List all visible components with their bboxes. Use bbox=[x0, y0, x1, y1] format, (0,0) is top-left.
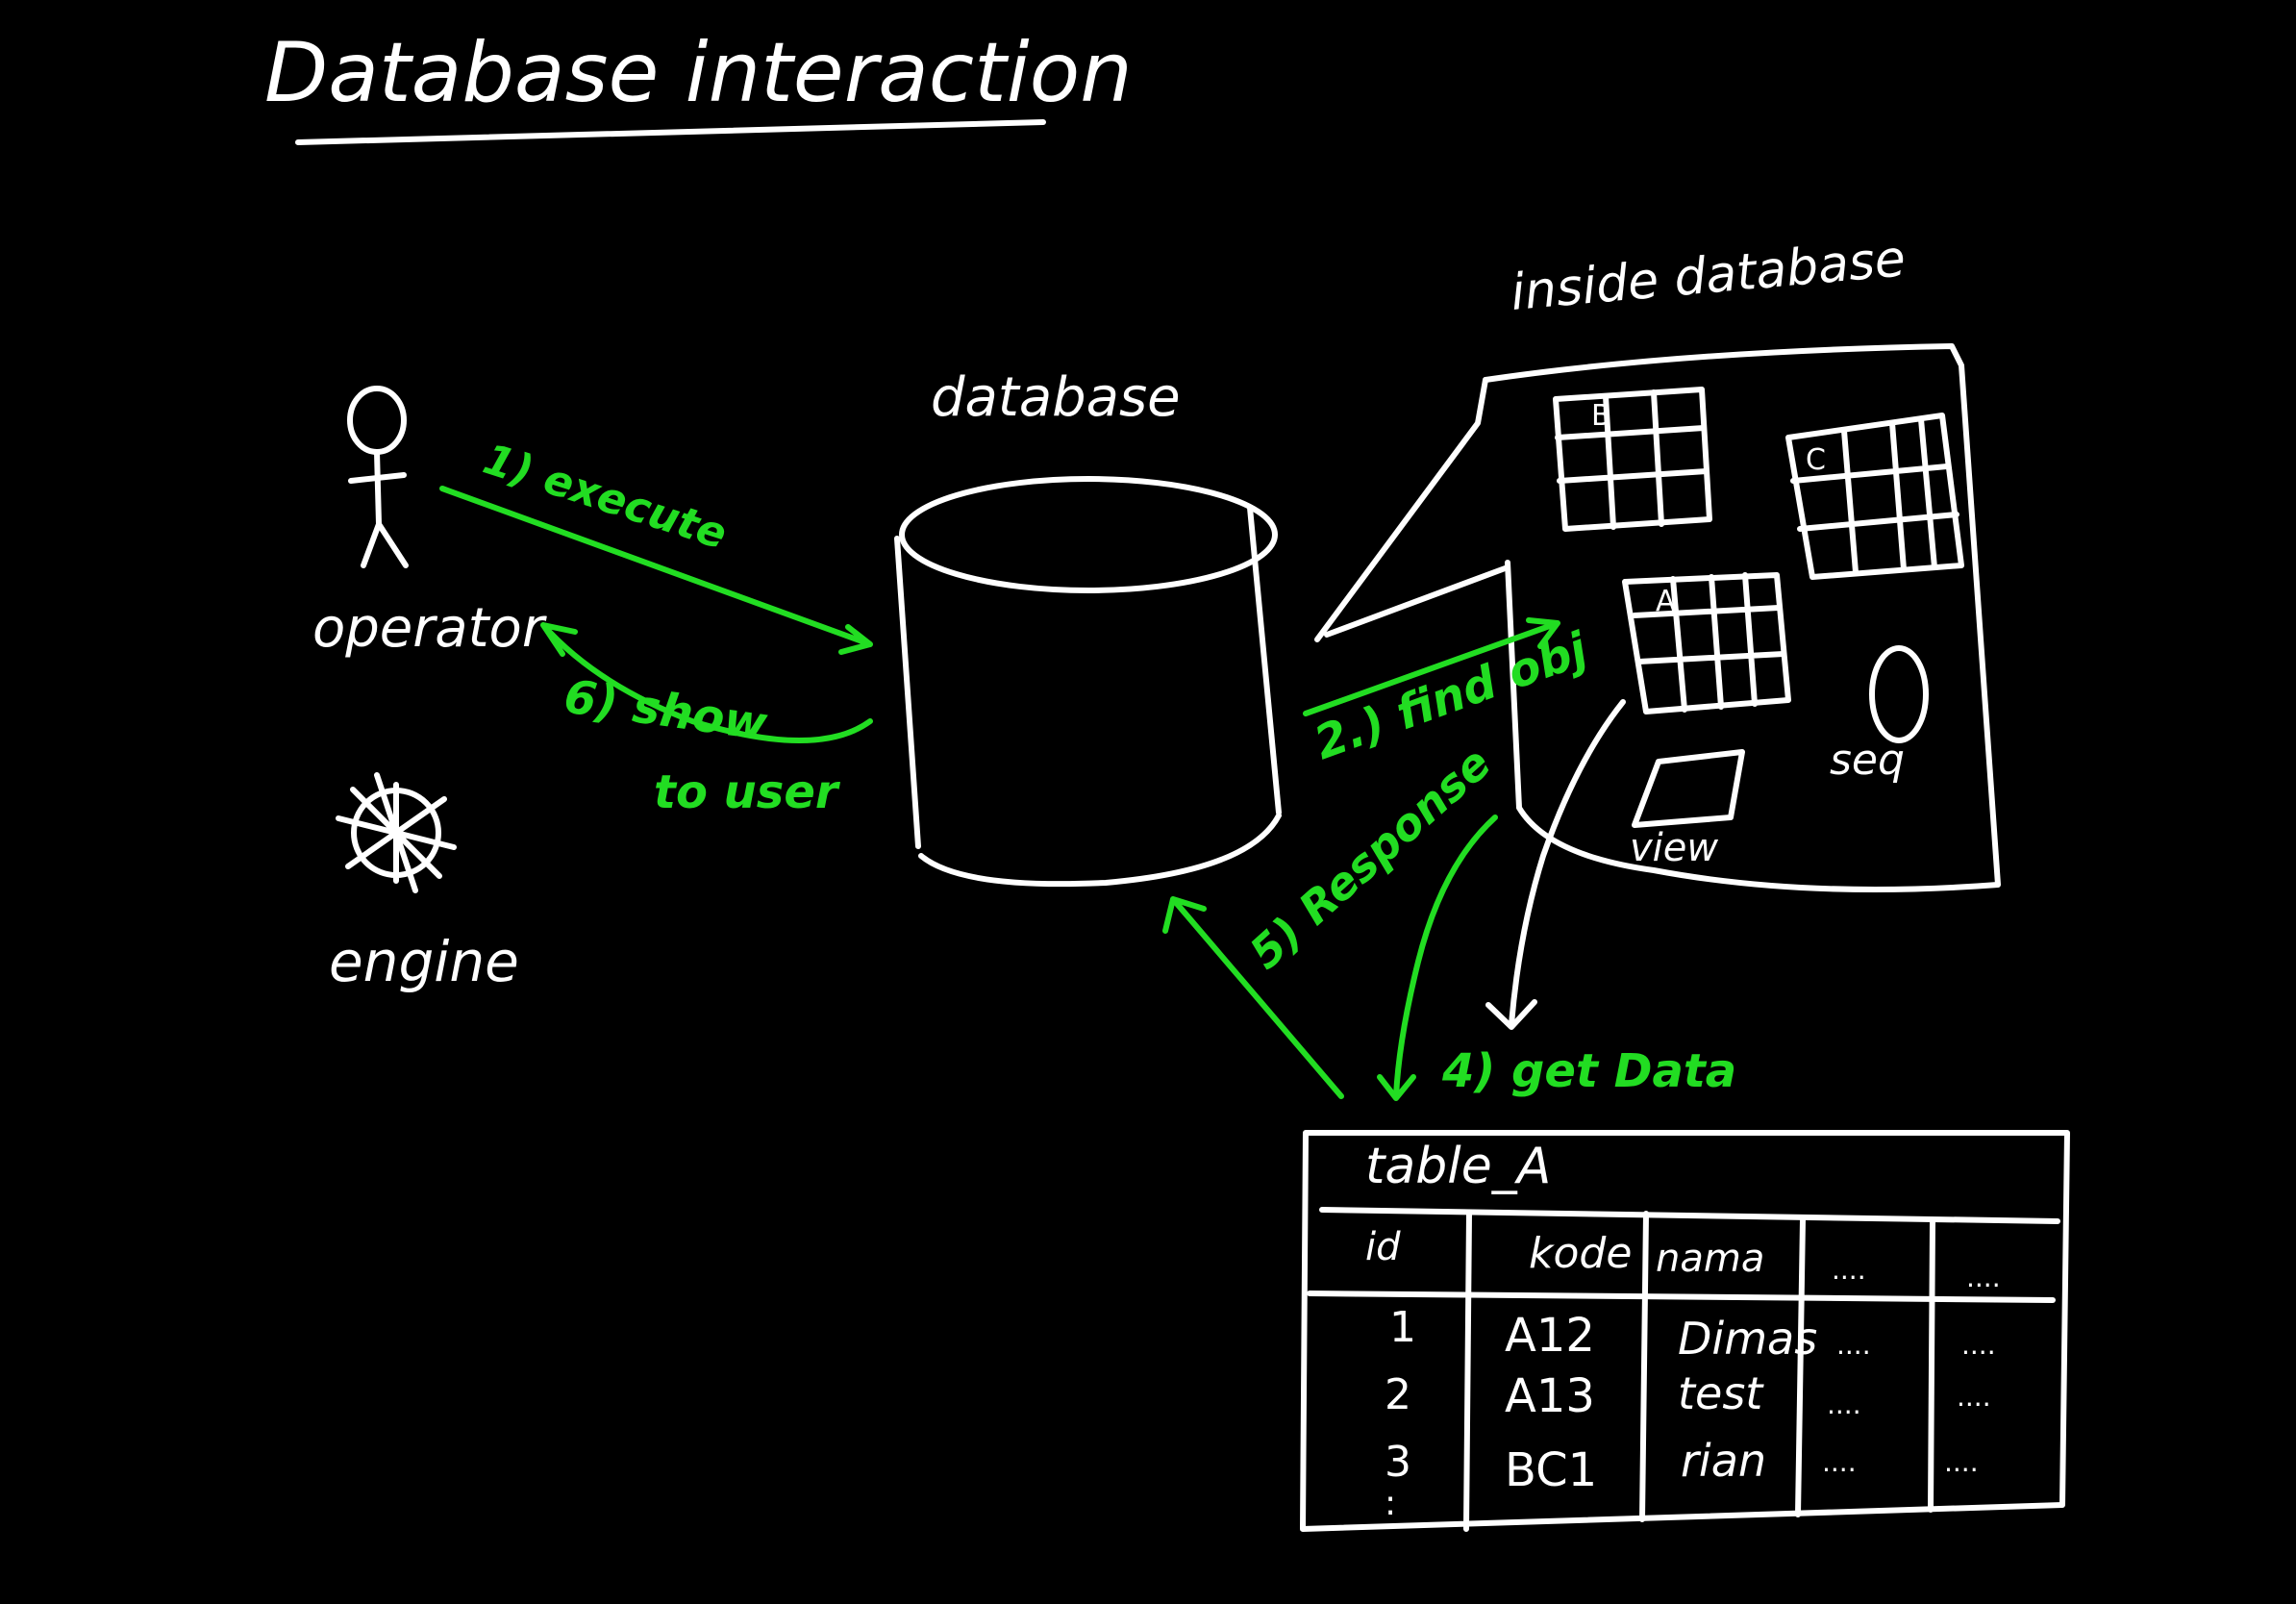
table-a-label: A bbox=[1656, 585, 1676, 618]
engine-label: engine bbox=[329, 929, 519, 994]
column-header: kode bbox=[1529, 1229, 1632, 1278]
table-more-rows: : bbox=[1385, 1484, 1396, 1523]
inside-panel bbox=[1314, 343, 2001, 892]
table-cell: .... bbox=[1957, 1381, 1991, 1413]
table-a-name: table_A bbox=[1365, 1138, 1551, 1195]
database-label: database bbox=[931, 366, 1181, 429]
arrow-response-data bbox=[1377, 815, 1498, 1101]
sequence-label: seq bbox=[1830, 736, 1905, 785]
table-cell: Dimas bbox=[1678, 1313, 1817, 1365]
arrow-get-data bbox=[1485, 699, 1626, 1030]
table-cell: A12 bbox=[1505, 1309, 1595, 1363]
table-cell: 2 bbox=[1385, 1370, 1411, 1419]
table-cell: 1 bbox=[1389, 1303, 1416, 1352]
column-header: id bbox=[1365, 1225, 1401, 1269]
arrow-show-to-user bbox=[540, 622, 873, 743]
column-header: .... bbox=[1966, 1262, 2001, 1293]
table-cell: BC1 bbox=[1505, 1443, 1597, 1497]
table-cell: .... bbox=[1961, 1329, 1996, 1361]
arrow-find-obj bbox=[1303, 617, 1560, 716]
stick-figure-icon bbox=[347, 386, 409, 568]
table-cell: 3 bbox=[1385, 1438, 1411, 1487]
step-1-label: 1) execute bbox=[478, 435, 733, 560]
table-cell: rian bbox=[1681, 1435, 1766, 1487]
page-title: Database interaction bbox=[264, 25, 1133, 121]
cylinder-icon bbox=[894, 476, 1282, 888]
table-a-icon bbox=[1622, 572, 1791, 714]
step-4-label: 4) get Data bbox=[1441, 1044, 1736, 1098]
table-b-icon bbox=[1553, 387, 1712, 532]
table-b-label: B bbox=[1591, 399, 1611, 433]
column-header: .... bbox=[1832, 1254, 1866, 1286]
arrow-response bbox=[1162, 896, 1344, 1099]
inside-label: inside database bbox=[1509, 230, 1908, 322]
table-c-icon bbox=[1785, 413, 1964, 580]
table-a-detail bbox=[1300, 1130, 2070, 1532]
step-6-label: 6) show bbox=[561, 669, 770, 751]
wheel-icon bbox=[336, 772, 457, 893]
step-6-label-2: to user bbox=[654, 765, 841, 819]
table-cell: .... bbox=[1836, 1329, 1871, 1361]
title-underline bbox=[295, 119, 1046, 145]
view-icon bbox=[1632, 749, 1745, 828]
table-cell: .... bbox=[1944, 1446, 1979, 1478]
table-cell: .... bbox=[1827, 1389, 1861, 1420]
table-cell: A13 bbox=[1505, 1369, 1595, 1423]
sequence-icon bbox=[1869, 645, 1929, 743]
table-cell: test bbox=[1678, 1367, 1764, 1419]
table-c-label: C bbox=[1806, 443, 1826, 477]
arrow-execute bbox=[439, 486, 873, 655]
view-label: view bbox=[1630, 826, 1718, 870]
table-cell: .... bbox=[1822, 1446, 1857, 1478]
column-header: nama bbox=[1656, 1237, 1764, 1281]
operator-label: operator bbox=[312, 597, 547, 660]
